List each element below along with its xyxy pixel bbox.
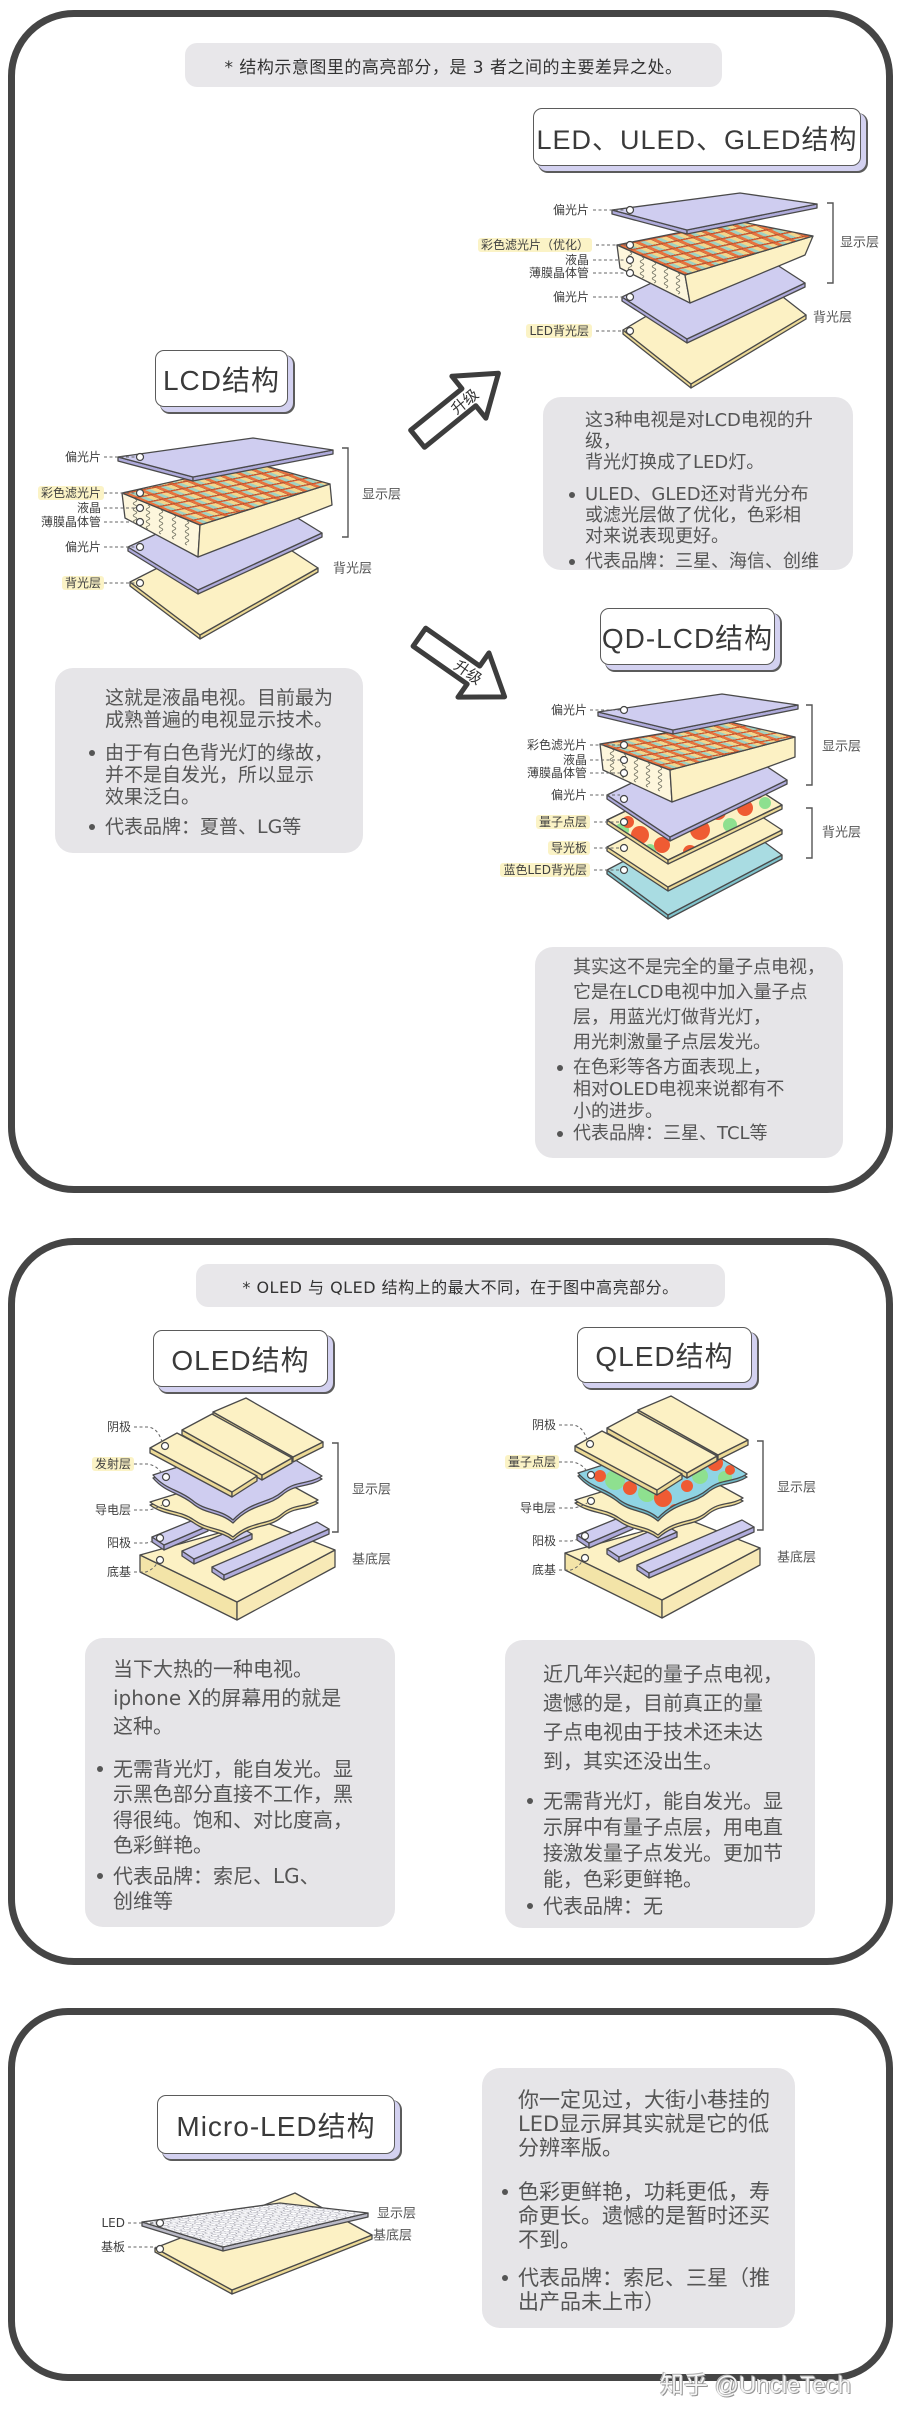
oled-label-anode: 阳极 [106,1536,131,1550]
qdlcd-label-color-filter: 彩色滤光片 [526,738,587,752]
oled-group-base: 基底层 [352,1552,392,1568]
led-bullet: 代表品牌：三星、海信、创维 [569,551,847,572]
lcd-group-display: 显示层 [362,487,402,503]
microled-bullet: 代表品牌：索尼、三星（推 出产品未上市） [502,2266,789,2314]
qdlcd-label-liquid-crystal: 液晶 [562,753,587,767]
led-label-tft: 薄膜晶体管 [528,266,589,280]
microled-title: Micro-LED结构 [157,2095,395,2154]
lcd-label-polarizer-bottom: 偏光片 [64,540,101,554]
oled-group-display: 显示层 [352,1482,392,1498]
qled-label-quantum-dot: 量子点层 [504,1455,559,1469]
led-bullet: ULED、GLED还对背光分布 或滤光层做了优化，色彩相 对来说表现更好。 [569,484,847,547]
oled-bullet: 无需背光灯，能自发光。显 示黑色部分直接不工作，黑 得很纯。饱和、对比度高， 色… [97,1757,389,1859]
lcd-bullets: 由于有白色背光灯的缘故， 并不是自发光，所以显示 效果泛白。 代表品牌：夏普、L… [89,742,355,838]
lcd-label-color-filter: 彩色滤光片 [37,486,104,500]
lcd-bullet: 由于有白色背光灯的缘故， 并不是自发光，所以显示 效果泛白。 [89,742,355,808]
qled-bullet: 无需背光灯，能自发光。显 示屏中有量子点层，用电直 接激发量子点发光。更加节 能… [527,1788,809,1892]
qled-intro: 近几年兴起的量子点电视， 遗憾的是，目前真正的量 子点电视由于技术还未达 到，其… [543,1662,783,1773]
qled-description: 近几年兴起的量子点电视， 遗憾的是，目前真正的量 子点电视由于技术还未达 到，其… [505,1640,815,1928]
lcd-label-liquid-crystal: 液晶 [76,501,101,515]
qdlcd-group-backlight: 背光层 [822,825,862,841]
lcd-label-tft: 薄膜晶体管 [40,515,101,529]
qled-label-conductive: 导电层 [519,1501,556,1515]
oled-label-substrate: 底基 [106,1565,131,1579]
qdlcd-label-blue-led-backlight: 蓝色LED背光层 [500,863,590,877]
lcd-title: LCD结构 [155,350,288,407]
oled-label-emissive: 发射层 [91,1457,134,1471]
qled-bullets: 无需背光灯，能自发光。显 示屏中有量子点层，用电直 接激发量子点发光。更加节 能… [527,1788,809,1919]
microled-description: 你一定见过，大街小巷挂的 LED显示屏其实就是它的低 分辨率版。 色彩更鲜艳，功… [482,2068,795,2328]
oled-description: 当下大热的一种电视。 iphone X的屏幕用的就是 这种。 无需背光灯，能自发… [85,1638,395,1927]
qdlcd-group-display: 显示层 [822,739,862,755]
oled-label-conductive: 导电层 [94,1503,131,1517]
qled-title: QLED结构 [577,1327,752,1383]
led-bullets: ULED、GLED还对背光分布 或滤光层做了优化，色彩相 对来说表现更好。 代表… [569,484,847,572]
microled-bullets: 色彩更鲜艳，功耗更低，寿 命更长。遗憾的是暂时还买 不到。 代表品牌：索尼、三星… [502,2180,789,2314]
oled-bullet: 代表品牌：索尼、LG、 创维等 [97,1864,389,1915]
led-label-polarizer-bottom: 偏光片 [552,290,589,304]
panel-lcd-family [8,10,893,1193]
qdlcd-description: 其实这不是完全的量子点电视， 它是在LCD电视中加入量子点 层，用蓝光灯做背光灯… [535,947,843,1158]
led-intro: 这3种电视是对LCD电视的升级， 背光灯换成了LED灯。 [585,410,813,473]
panel-micro-led [8,2008,893,2381]
watermark: 知乎 @UncleTech [660,2372,852,2399]
oled-label-cathode: 阴极 [106,1420,131,1434]
led-label-led-backlight: LED背光层 [526,324,592,338]
oled-intro: 当下大热的一种电视。 iphone X的屏幕用的就是 这种。 [113,1657,342,1738]
panel1-note: * 结构示意图里的高亮部分，是 3 者之间的主要差异之处。 [185,43,722,87]
microled-label-substrate: 基板 [100,2240,125,2254]
oled-bullets: 无需背光灯，能自发光。显 示黑色部分直接不工作，黑 得很纯。饱和、对比度高， 色… [97,1757,389,1915]
qdlcd-bullet: 在色彩等各方面表现上， 相对OLED电视来说都有不 小的进步。 [557,1057,837,1123]
panel-oled-qled [8,1238,893,1965]
microled-label-led: LED [101,2216,125,2230]
qled-bullet: 代表品牌：无 [527,1893,809,1919]
microled-group-display: 显示层 [377,2206,417,2222]
lcd-bullet: 代表品牌：夏普、LG等 [89,816,355,838]
qdlcd-title: QD-LCD结构 [600,608,775,665]
qdlcd-label-polarizer-top: 偏光片 [550,703,587,717]
qled-label-anode: 阳极 [531,1534,556,1548]
qled-label-cathode: 阴极 [531,1418,556,1432]
lcd-intro: 这就是液晶电视。目前最为 成熟普遍的电视显示技术。 [105,687,334,731]
lcd-group-backlight: 背光层 [333,561,373,577]
led-title: LED、ULED、GLED结构 [533,108,861,166]
lcd-description: 这就是液晶电视。目前最为 成熟普遍的电视显示技术。 由于有白色背光灯的缘故， 并… [55,668,363,853]
microled-bullet: 色彩更鲜艳，功耗更低，寿 命更长。遗憾的是暂时还买 不到。 [502,2180,789,2252]
led-description: 这3种电视是对LCD电视的升级， 背光灯换成了LED灯。 ULED、GLED还对… [543,397,853,572]
microled-group-base: 基底层 [373,2228,413,2244]
qled-label-substrate: 底基 [531,1563,556,1577]
qdlcd-bullets: 在色彩等各方面表现上， 相对OLED电视来说都有不 小的进步。 代表品牌：三星、… [557,1057,837,1145]
qled-group-display: 显示层 [777,1480,817,1496]
qdlcd-label-polarizer-bottom: 偏光片 [550,788,587,802]
lcd-label-backlight: 背光层 [61,576,104,590]
qdlcd-label-tft: 薄膜晶体管 [526,766,587,780]
qdlcd-label-quantum-dot: 量子点层 [535,815,590,829]
led-group-display: 显示层 [840,235,880,251]
microled-intro: 你一定见过，大街小巷挂的 LED显示屏其实就是它的低 分辨率版。 [518,2088,770,2160]
led-label-liquid-crystal: 液晶 [564,253,589,267]
qled-group-base: 基底层 [777,1550,817,1566]
qdlcd-bullet: 代表品牌：三星、TCL等 [557,1123,837,1145]
lcd-label-polarizer-top: 偏光片 [64,450,101,464]
led-label-polarizer-top: 偏光片 [552,203,589,217]
oled-title: OLED结构 [153,1330,328,1387]
led-label-color-filter: 彩色滤光片（优化） [477,238,592,252]
qdlcd-intro: 其实这不是完全的量子点电视， 它是在LCD电视中加入量子点 层，用蓝光灯做背光灯… [573,957,825,1053]
qdlcd-label-light-guide: 导光板 [547,841,590,855]
panel2-note: * OLED 与 QLED 结构上的最大不同，在于图中高亮部分。 [196,1264,725,1307]
led-group-backlight: 背光层 [813,310,853,326]
